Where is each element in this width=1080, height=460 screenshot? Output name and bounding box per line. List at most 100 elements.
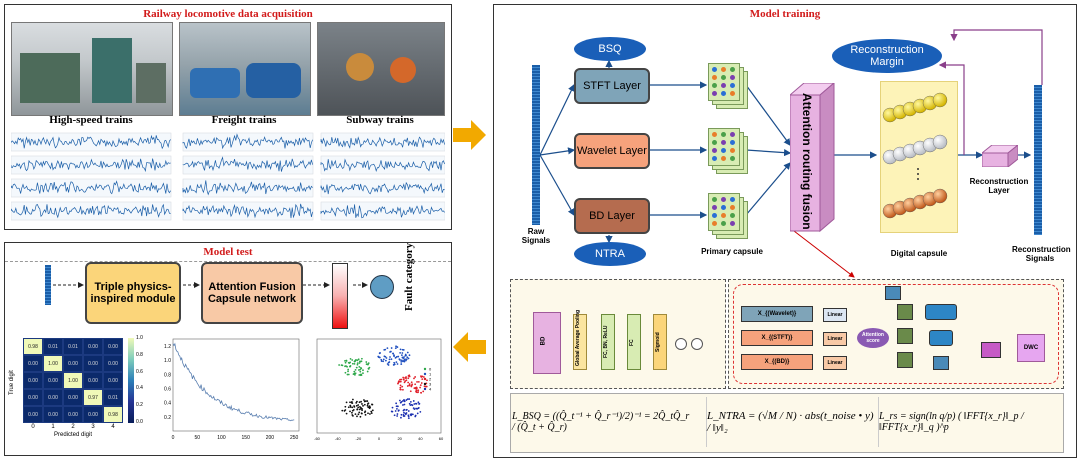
primary-capsule-dot	[730, 221, 735, 226]
bsq-formula: L_BSQ = ((Q̂_t⁻¹ + Q̂_r⁻¹)/2)⁻¹ = 2Q̂_tQ…	[512, 411, 690, 433]
physics-module-box: Triple physics-inspired module	[85, 262, 181, 324]
acquisition-title: Railway locomotive data acquisition	[143, 8, 313, 20]
confusion-cell: 0.01	[103, 389, 123, 406]
tsne-point	[360, 357, 363, 360]
confusion-cell: 1.00	[43, 355, 63, 372]
tsne-point	[356, 400, 358, 403]
tsne-point	[395, 345, 397, 348]
channel-attention-detail: BD Global Average Pooling FC, BN, ReLU F…	[510, 279, 726, 389]
tsne-point	[414, 414, 417, 417]
confusion-cell: 0.00	[103, 372, 123, 389]
tsne-xtick: -20	[355, 436, 362, 441]
signal-trace	[320, 204, 445, 219]
bsq-ellipse: BSQ	[574, 37, 646, 61]
tsne-point	[344, 359, 346, 362]
confusion-cell: 0.00	[103, 338, 123, 355]
tsne-point	[355, 358, 357, 361]
tsne-xtick: -60	[314, 436, 321, 441]
signal-trace	[182, 156, 313, 172]
tsne-point	[416, 407, 419, 410]
tsne-point	[414, 376, 417, 378]
signal-trace	[11, 134, 171, 150]
tsne-point	[412, 400, 415, 402]
primary-capsule-dot	[712, 140, 717, 145]
tsne-point	[370, 412, 373, 414]
tsne-point	[403, 411, 405, 414]
tsne-point	[349, 361, 352, 364]
tsne-point	[415, 391, 418, 394]
tsne-point	[407, 375, 410, 377]
reconstruction-signals-label: Reconstruction Signals	[1012, 245, 1071, 263]
loss-ytick: 1.2	[164, 344, 171, 350]
attention-score-detail: X_{(Wavelet)} X_{(STFT)} X_{(BD)} Linear…	[728, 279, 1064, 389]
tsne-point	[344, 405, 347, 408]
tsne-point	[411, 404, 414, 407]
tsne-point	[345, 359, 348, 362]
primary-capsule-dot	[721, 75, 726, 80]
raw-signals-label: Raw Signals	[521, 227, 551, 245]
stft-layer-box: STFT Layer	[574, 68, 650, 104]
tsne-point	[364, 413, 367, 416]
tsne-point	[389, 356, 391, 358]
primary-capsule-dot	[730, 91, 735, 96]
primary-capsule-dot	[730, 156, 735, 161]
confusion-cell: 0.00	[43, 372, 63, 389]
confusion-xtick: 4	[111, 424, 115, 430]
formula-strip	[510, 393, 1064, 453]
signal-trace	[11, 203, 171, 219]
tsne-point	[396, 415, 399, 417]
tsne-point	[413, 403, 416, 405]
tsne-point	[396, 363, 399, 365]
tsne-point	[358, 411, 361, 414]
tsne-point	[405, 359, 407, 362]
signal-trace	[182, 180, 313, 196]
tsne-point	[401, 385, 404, 388]
tsne-point	[366, 370, 369, 373]
tsne-point	[384, 355, 387, 358]
tsne-point	[389, 350, 392, 353]
tsne-point	[347, 406, 350, 409]
tsne-point	[400, 413, 403, 416]
tsne-point	[396, 407, 398, 410]
tsne-point	[356, 362, 359, 365]
tsne-point	[418, 402, 421, 405]
tsne-point	[422, 390, 425, 393]
tsne-point	[360, 374, 363, 377]
tsne-point	[403, 360, 406, 363]
tsne-point	[351, 411, 353, 414]
confusion-cell: 1.00	[63, 372, 83, 389]
primary-capsule-dot	[712, 156, 717, 161]
tsne-legend-label: 0	[429, 367, 432, 372]
tsne-point	[386, 347, 389, 349]
dwc-output: DWC	[1017, 334, 1045, 362]
tsne-point	[351, 359, 354, 361]
tsne-point	[402, 388, 404, 391]
tsne-point	[344, 409, 347, 411]
colorbar-tick: 0.4	[136, 385, 143, 392]
tsne-point	[378, 356, 381, 359]
primary-capsule-dot	[712, 91, 717, 96]
tsne-point	[404, 412, 407, 415]
tsne-point	[394, 347, 397, 350]
signal-trace	[320, 136, 445, 149]
tsne-point	[408, 383, 411, 385]
detail-fc: FC	[629, 339, 635, 346]
flow-arrow-right	[453, 120, 486, 150]
subway-label: Subway trains	[346, 114, 414, 126]
tsne-point	[417, 380, 420, 383]
confusion-cell: 0.00	[83, 338, 103, 355]
probability-bar	[332, 263, 348, 329]
tsne-point	[405, 377, 407, 380]
confusion-cell: 0.97	[83, 389, 103, 406]
tsne-point	[394, 356, 397, 359]
primary-capsule-dot	[721, 221, 726, 226]
tsne-point	[390, 358, 393, 361]
linear-3: Linear	[823, 356, 847, 370]
confusion-xtick: 2	[71, 424, 75, 430]
reconstruction-margin-ellipse: Reconstruction Margin	[832, 39, 942, 73]
confusion-cell: 0.98	[23, 338, 43, 355]
confusion-cell: 0.00	[23, 406, 43, 423]
attention-score-node: Attention score	[857, 328, 889, 348]
tsne-point	[347, 361, 350, 364]
tsne-point	[363, 411, 366, 414]
